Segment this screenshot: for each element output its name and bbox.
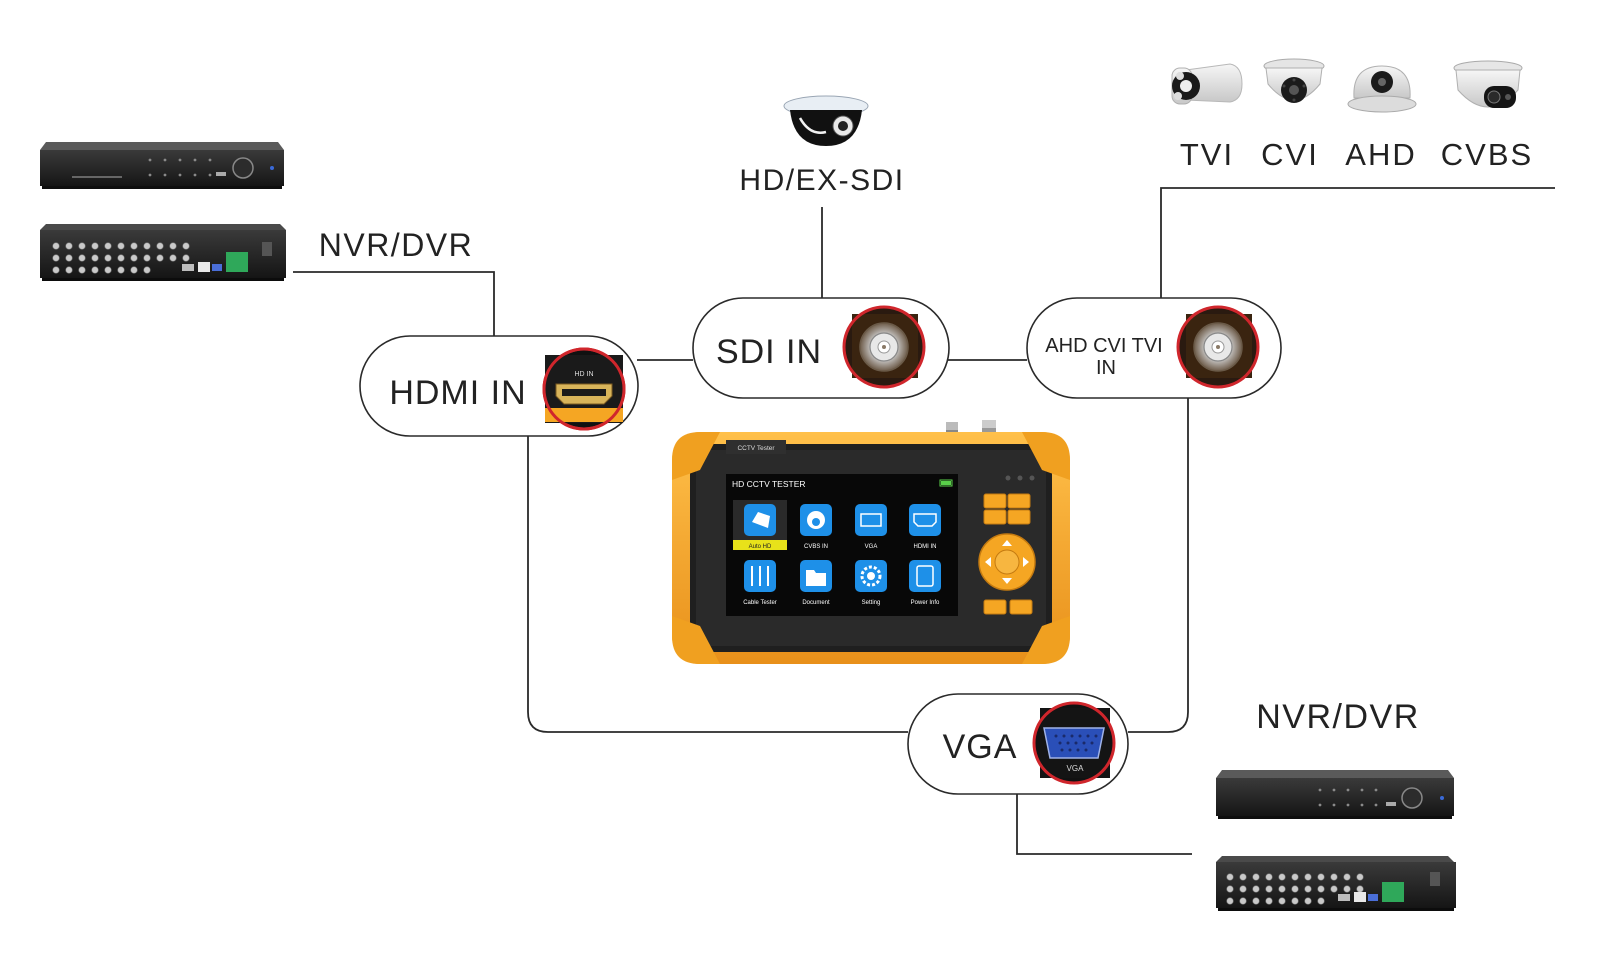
vga-port-icon <box>1043 727 1105 759</box>
app-label: VGA <box>865 544 878 550</box>
ahd-cvi-tvi-in-port-callout: AHD CVI TVI IN <box>1026 297 1282 399</box>
nvr-dvr-device-right <box>1216 770 1456 911</box>
tvi-label: TVI <box>1180 137 1234 172</box>
vga-port-callout: VGA VGA <box>907 693 1129 795</box>
strap-label: CCTV Tester <box>737 445 775 452</box>
hdmi-icon <box>909 504 941 536</box>
hdmi-in-label: HDMI IN <box>389 374 526 412</box>
line-ahd-to-vga <box>1128 398 1189 733</box>
ahd-cvi-tvi-label-line1: AHD CVI TVI <box>1045 335 1162 357</box>
app-label: Cable Tester <box>743 600 777 606</box>
hd-ex-sdi-label: HD/EX-SDI <box>739 164 904 197</box>
app-label: Setting <box>862 600 881 606</box>
app-label: HDMI IN <box>914 544 937 550</box>
app-vga[interactable]: VGA <box>855 504 887 550</box>
app-hdmi-in[interactable]: HDMI IN <box>909 504 941 550</box>
nvr-dvr-left-label: NVR/DVR <box>319 227 474 263</box>
navigation-dpad[interactable] <box>978 533 1036 591</box>
sdi-in-port-callout: SDI IN <box>692 297 950 399</box>
bnc-ports-row <box>52 242 190 274</box>
bottom-keys[interactable] <box>983 599 1033 615</box>
screen-title: HD CCTV TESTER <box>732 479 806 489</box>
line-hdmi-to-vga <box>527 436 908 733</box>
ahd-label: AHD <box>1345 137 1416 172</box>
function-keys[interactable] <box>983 493 1031 525</box>
hdmi-in-port-callout: HDMI IN HD IN <box>359 335 639 437</box>
app-power-info[interactable]: Power Info <box>909 560 941 606</box>
app-label: Document <box>802 600 830 606</box>
tvi-bullet-camera-icon <box>1171 63 1243 105</box>
cvbs-label: CVBS <box>1441 137 1533 172</box>
nvr-dvr-right-label: NVR/DVR <box>1256 698 1420 736</box>
battery-icon <box>939 479 953 487</box>
app-label: CVBS IN <box>804 544 828 550</box>
vga-label: VGA <box>943 728 1018 766</box>
app-cable-tester[interactable]: Cable Tester <box>743 560 777 606</box>
power-icon <box>909 560 941 592</box>
app-setting[interactable]: Setting <box>855 560 887 606</box>
cvi-dome-camera-icon <box>1263 58 1325 103</box>
vga-icon <box>855 504 887 536</box>
line-nvr-left-to-hdmi <box>293 271 495 336</box>
line-cameras-to-ahd <box>1160 187 1555 298</box>
hdmi-port-caption: HD IN <box>574 371 593 378</box>
sdi-dome-camera-icon <box>783 95 869 146</box>
app-auto-hd[interactable]: Auto HD <box>733 500 787 550</box>
ahd-cvi-tvi-label-line2: IN <box>1096 357 1116 379</box>
indicator-leds <box>1005 475 1035 481</box>
cctv-tester-device: CCTV Tester HD CCTV TESTER Auto HD CVBS … <box>672 420 1070 664</box>
app-cvbs-in[interactable]: CVBS IN <box>800 504 832 550</box>
cvi-label: CVI <box>1261 137 1319 172</box>
app-label: Auto HD <box>749 544 772 550</box>
line-vga-to-nvr-right <box>1016 794 1192 855</box>
bnc-connector-icon <box>1193 322 1243 372</box>
app-label: Power Info <box>911 600 940 606</box>
ahd-dome-camera-icon <box>1347 65 1417 113</box>
app-document[interactable]: Document <box>800 560 832 606</box>
vga-port-caption: VGA <box>1067 764 1085 773</box>
bnc-connector-icon <box>859 322 909 372</box>
connection-lines <box>293 187 1555 855</box>
cvbs-turret-camera-icon <box>1453 60 1523 108</box>
sdi-in-label: SDI IN <box>716 333 822 371</box>
nvr-dvr-device-left <box>40 142 286 281</box>
